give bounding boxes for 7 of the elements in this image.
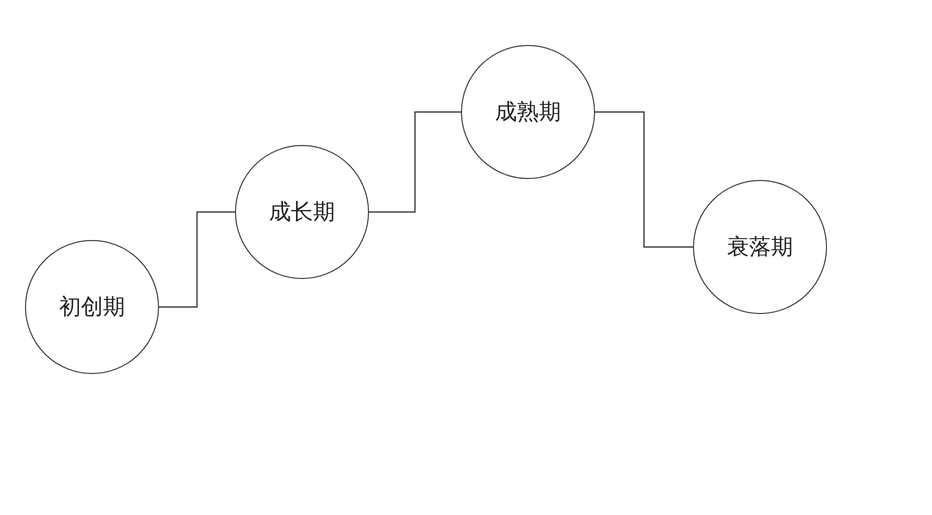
stage-label: 初创期: [59, 294, 125, 322]
connector-line: [369, 111, 461, 213]
connector-line: [159, 211, 235, 308]
stage-label: 衰落期: [727, 234, 793, 262]
connector-line: [595, 111, 693, 248]
stage-label: 成熟期: [495, 99, 561, 127]
stage-label: 成长期: [269, 199, 335, 227]
